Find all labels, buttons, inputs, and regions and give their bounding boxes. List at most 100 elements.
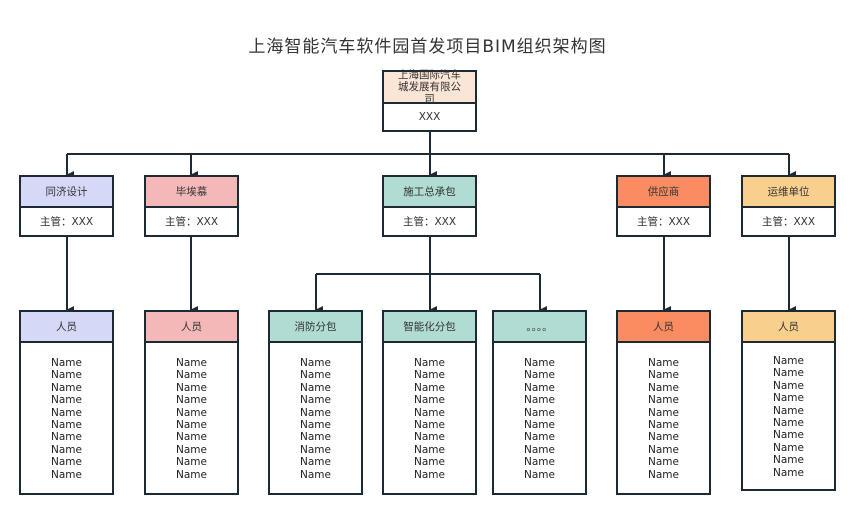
- department-node[interactable]: 运维单位 主管：XXX: [741, 175, 836, 237]
- member-name: Name: [773, 454, 804, 467]
- member-name: Name: [648, 369, 679, 382]
- team-name: 消防分包: [270, 312, 361, 343]
- member-name: Name: [300, 381, 331, 394]
- root-node-header: 上海国际汽车城发展有限公司: [384, 69, 475, 105]
- department-manager: 主管：XXX: [39, 216, 94, 228]
- member-name: Name: [300, 357, 331, 369]
- member-name: Name: [51, 394, 82, 407]
- member-name: Name: [524, 431, 555, 444]
- department-manager: 主管：XXX: [761, 216, 816, 228]
- root-node-value: XXX: [418, 111, 441, 123]
- member-name: Name: [524, 456, 555, 469]
- member-name: Name: [524, 369, 555, 382]
- department-manager: 主管：XXX: [402, 216, 457, 228]
- member-name: Name: [773, 392, 804, 405]
- department-name: 同济设计: [21, 177, 112, 208]
- member-name: Name: [51, 381, 82, 394]
- department-name: 运维单位: [743, 177, 834, 208]
- team-name: 人员: [743, 312, 834, 343]
- member-name: Name: [414, 369, 445, 382]
- member-name: Name: [300, 468, 331, 481]
- member-name: Name: [300, 443, 331, 456]
- team-name: 。。。。: [494, 312, 585, 343]
- member-name: Name: [414, 406, 445, 419]
- root-node[interactable]: 上海国际汽车城发展有限公司 XXX: [382, 69, 477, 132]
- member-name: Name: [648, 419, 679, 432]
- department-manager: 主管：XXX: [164, 216, 219, 228]
- member-name: Name: [414, 443, 445, 456]
- member-name: Name: [414, 456, 445, 469]
- member-name: Name: [51, 406, 82, 419]
- member-name: Name: [51, 369, 82, 382]
- member-name: Name: [414, 431, 445, 444]
- member-name: Name: [648, 468, 679, 481]
- member-name: Name: [176, 443, 207, 456]
- team-name: 人员: [21, 312, 112, 343]
- department-name: 施工总承包: [384, 177, 475, 208]
- member-name: Name: [648, 394, 679, 407]
- member-name: Name: [773, 417, 804, 430]
- member-name: Name: [648, 431, 679, 444]
- member-name: Name: [524, 443, 555, 456]
- member-name: Name: [51, 456, 82, 469]
- root-node-name: 上海国际汽车城发展有限公司: [398, 69, 461, 105]
- member-name: Name: [300, 431, 331, 444]
- member-name: Name: [176, 456, 207, 469]
- department-node[interactable]: 同济设计 主管：XXX: [19, 175, 114, 237]
- member-name: Name: [648, 357, 679, 369]
- member-name: Name: [51, 357, 82, 369]
- member-name: Name: [300, 406, 331, 419]
- member-name: Name: [176, 468, 207, 481]
- member-name: Name: [51, 443, 82, 456]
- member-name: Name: [300, 456, 331, 469]
- member-name: Name: [773, 441, 804, 454]
- member-name: Name: [176, 357, 207, 369]
- member-name: Name: [51, 468, 82, 481]
- member-name: Name: [773, 404, 804, 417]
- member-name: Name: [414, 468, 445, 481]
- member-name: Name: [300, 419, 331, 432]
- member-name: Name: [414, 419, 445, 432]
- member-name: Name: [524, 406, 555, 419]
- department-node[interactable]: 毕埃慕 主管：XXX: [144, 175, 239, 237]
- member-name: Name: [300, 369, 331, 382]
- department-node[interactable]: 供应商 主管：XXX: [616, 175, 711, 237]
- member-name: Name: [51, 431, 82, 444]
- member-name: Name: [773, 379, 804, 392]
- department-name: 供应商: [618, 177, 709, 208]
- member-name: Name: [524, 394, 555, 407]
- member-name: Name: [414, 381, 445, 394]
- member-name: Name: [648, 406, 679, 419]
- member-name: Name: [176, 381, 207, 394]
- member-name: Name: [524, 381, 555, 394]
- member-name: Name: [176, 369, 207, 382]
- team-name: 智能化分包: [384, 312, 475, 343]
- member-name: Name: [524, 468, 555, 481]
- member-name: Name: [773, 466, 804, 479]
- member-name: Name: [176, 419, 207, 432]
- member-name: Name: [176, 431, 207, 444]
- member-name: Name: [773, 429, 804, 442]
- member-name: Name: [51, 419, 82, 432]
- team-name: 人员: [618, 312, 709, 343]
- member-name: Name: [524, 357, 555, 369]
- department-manager: 主管：XXX: [636, 216, 691, 228]
- member-name: Name: [648, 443, 679, 456]
- department-node[interactable]: 施工总承包 主管：XXX: [382, 175, 477, 237]
